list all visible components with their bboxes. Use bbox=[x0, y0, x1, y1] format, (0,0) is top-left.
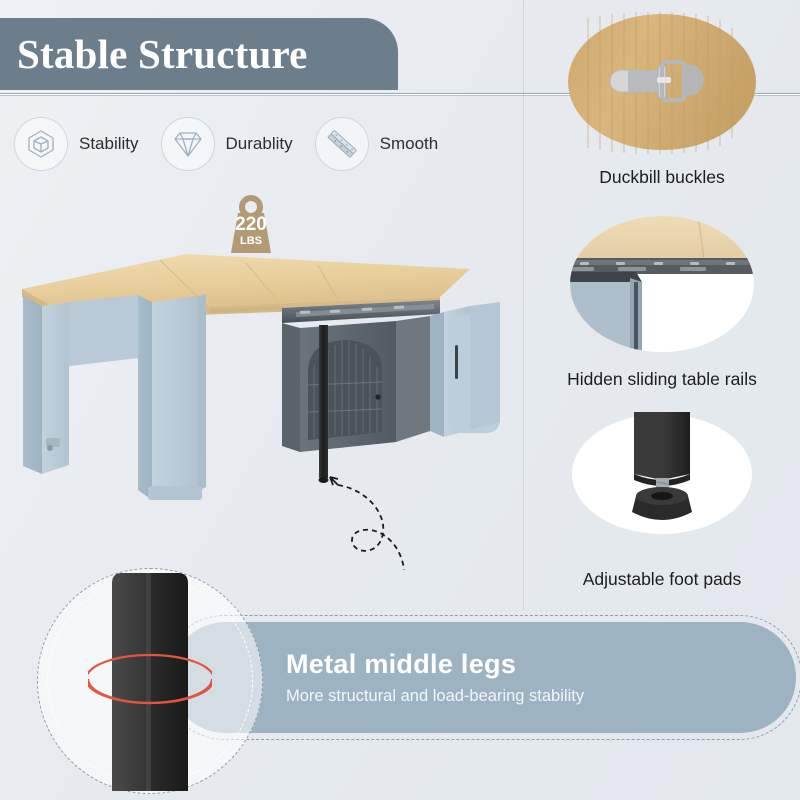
banner-title: Metal middle legs bbox=[286, 649, 517, 680]
card-caption-rails: Hidden sliding table rails bbox=[567, 369, 757, 389]
page-title: Stable Structure bbox=[17, 30, 308, 77]
drawer-slide-icon bbox=[327, 130, 357, 158]
dashed-pointer-arrow bbox=[329, 476, 405, 573]
table-underside-rails bbox=[570, 216, 754, 352]
card-caption-duckbill: Duckbill buckles bbox=[599, 167, 725, 187]
weight-value: 220 bbox=[235, 214, 267, 235]
extendable-table-drawing bbox=[22, 254, 500, 573]
cabinet-knob bbox=[375, 394, 381, 400]
caster-detail bbox=[46, 438, 60, 447]
rubber-foot-pad bbox=[632, 487, 692, 520]
feature-badge-row: Stability Durablity bbox=[14, 113, 464, 175]
diamond-icon bbox=[173, 132, 202, 157]
detail-cards-panel: Duckbill buckles bbox=[524, 0, 800, 610]
feature-item-stability: Stability bbox=[14, 117, 161, 171]
feature-label-durability: Durablity bbox=[225, 134, 293, 153]
black-metal-leg bbox=[634, 412, 690, 486]
header-banner: Stable Structure bbox=[0, 18, 398, 90]
detail-card-sliding-rails: Hidden sliding table rails bbox=[524, 210, 800, 389]
feature-label-smooth: Smooth bbox=[379, 134, 439, 153]
bottom-feature-section: Metal middle legs More structural and lo… bbox=[0, 555, 800, 800]
weight-capacity-badge: 220 LBS bbox=[218, 195, 284, 257]
table-right-panel bbox=[430, 302, 500, 437]
door-handle bbox=[455, 345, 458, 379]
weight-unit: LBS bbox=[240, 235, 262, 247]
feature-item-durability: Durablity bbox=[160, 117, 315, 171]
product-illustration: 220 LBS bbox=[0, 190, 520, 573]
feature-label-stability: Stability bbox=[79, 134, 139, 153]
feature-item-smooth: Smooth bbox=[314, 117, 461, 171]
duckbill-buckle-hardware bbox=[609, 60, 704, 102]
wood-panel-with-buckle bbox=[568, 12, 756, 154]
panel-divider bbox=[523, 0, 524, 610]
rail-screws bbox=[580, 262, 735, 265]
table-apron-left bbox=[46, 295, 138, 451]
cube-icon bbox=[28, 130, 54, 158]
metal-leg-closeup bbox=[88, 573, 212, 791]
feature-icon-circle bbox=[160, 117, 215, 171]
hidden-sliding-rails bbox=[282, 300, 440, 323]
detail-card-duckbill-buckles: Duckbill buckles bbox=[524, 8, 800, 187]
leg-foot-pad bbox=[318, 477, 329, 483]
weight-icon bbox=[231, 195, 271, 253]
card-caption-footpad: Adjustable foot pads bbox=[582, 569, 742, 589]
metal-middle-leg bbox=[318, 325, 329, 483]
leg-with-foot-pad bbox=[572, 412, 752, 534]
card-image-duckbill bbox=[558, 8, 766, 160]
table-leg-left-near bbox=[138, 294, 206, 500]
banner-subtitle: More structural and load-bearing stabili… bbox=[286, 686, 585, 705]
storage-cabinet bbox=[282, 316, 430, 452]
header-divider-rule bbox=[0, 93, 800, 96]
feature-icon-circle bbox=[314, 117, 369, 171]
feature-icon-circle bbox=[14, 117, 68, 171]
metal-legs-banner: Metal middle legs More structural and lo… bbox=[170, 622, 796, 733]
card-image-footpad bbox=[558, 412, 766, 564]
card-image-rails bbox=[558, 210, 766, 362]
detail-card-foot-pads: Adjustable foot pads bbox=[524, 412, 800, 589]
